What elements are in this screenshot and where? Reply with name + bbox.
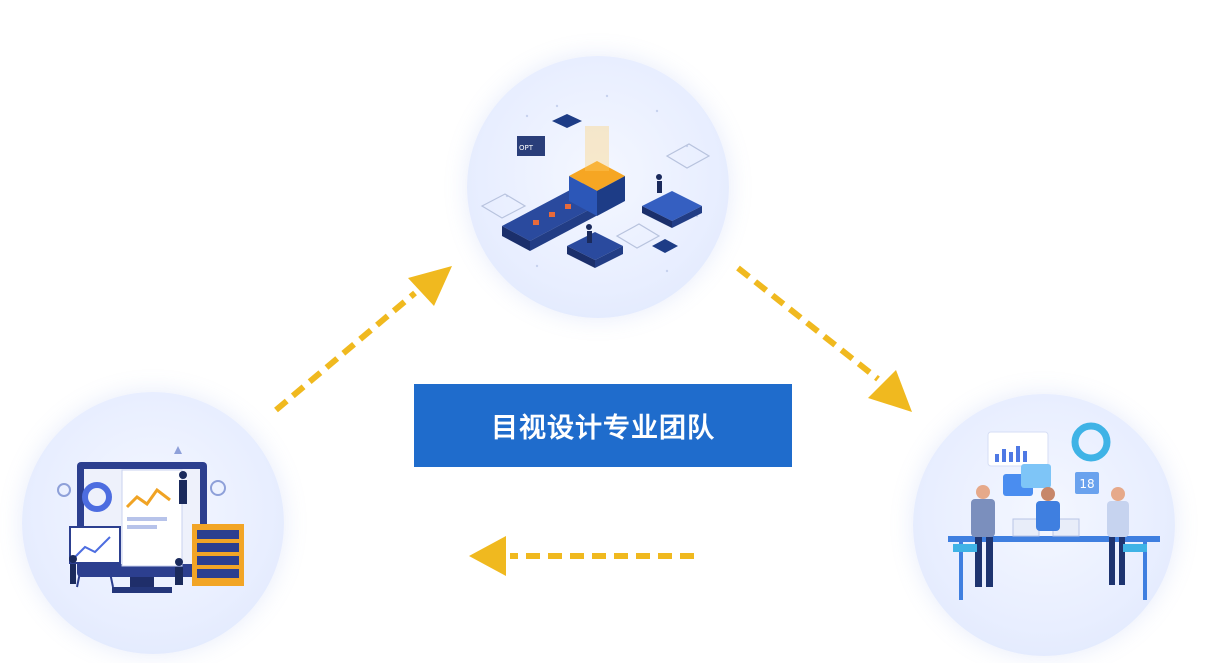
calendar-badge: 18 <box>1079 477 1094 491</box>
node-right-team-illustration: 18 <box>913 394 1175 656</box>
node-left-data-illustration <box>22 392 284 654</box>
team-meeting-illustration: 18 <box>948 422 1160 600</box>
isometric-platform-illustration: OPT <box>480 94 711 273</box>
diagram-title: 目视设计专业团队 <box>491 413 715 444</box>
svg-text:OPT: OPT <box>519 144 534 152</box>
arrow-right-to-left <box>469 536 694 576</box>
title-box: 目视设计专业团队 <box>414 384 792 467</box>
node-top-isometric-illustration: OPT <box>467 56 729 318</box>
data-monitor-illustration <box>57 446 244 593</box>
